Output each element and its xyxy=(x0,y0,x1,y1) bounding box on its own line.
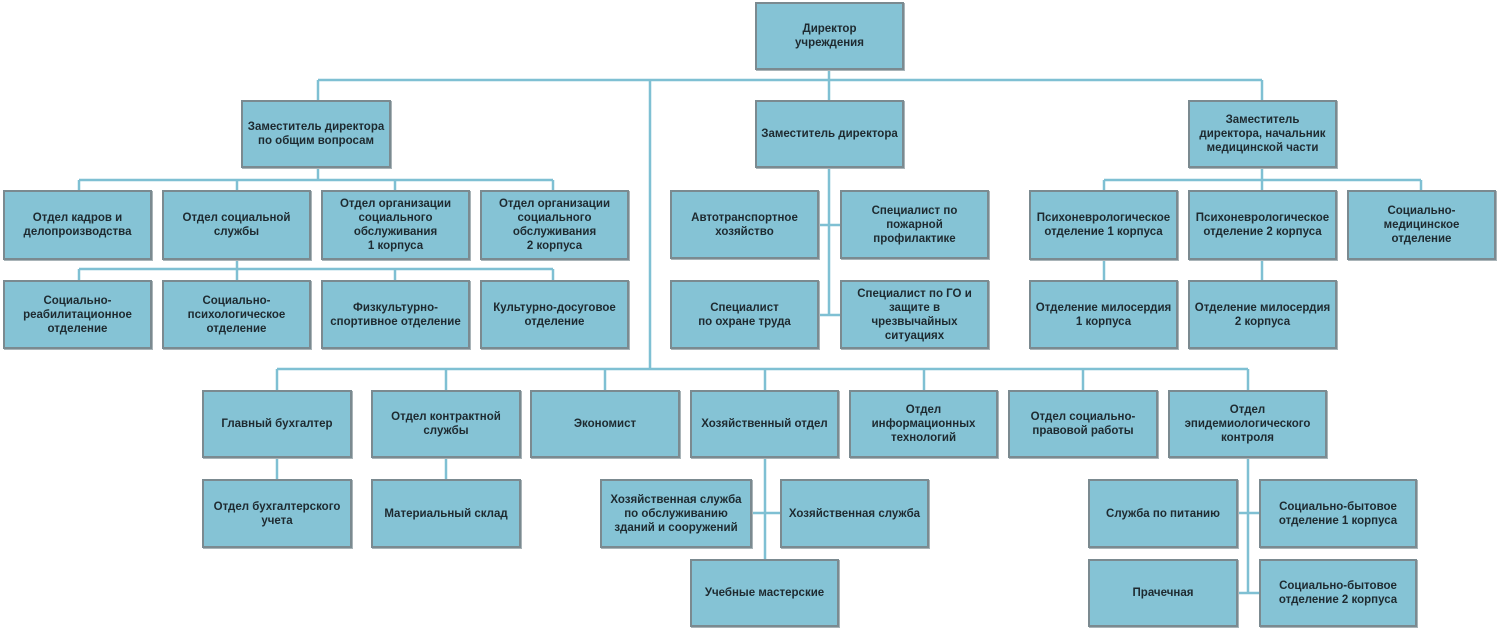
node-deputy[interactable]: Заместитель директора xyxy=(755,100,904,168)
node-social-legal[interactable]: Отдел социально- правовой работы xyxy=(1008,390,1158,458)
node-label: Прачечная xyxy=(1132,587,1194,599)
node-laundry[interactable]: Прачечная xyxy=(1088,559,1238,627)
node-cultural[interactable]: Культурно-досуговое отделение xyxy=(480,280,629,349)
node-social-medical[interactable]: Социально- медицинское отделение xyxy=(1347,190,1496,260)
node-label: Культурно-досуговое отделение xyxy=(493,301,616,328)
node-chief-accountant[interactable]: Главный бухгалтер xyxy=(202,390,352,458)
node-label: Хозяйственная служба по обслуживанию зда… xyxy=(610,493,742,534)
node-labor-safety[interactable]: Специалист по охране труда xyxy=(670,280,819,349)
node-label: Социально- медицинское отделение xyxy=(1383,205,1460,245)
node-social-service-dept[interactable]: Отдел социальной службы xyxy=(162,190,311,260)
node-contract-dept[interactable]: Отдел контрактной службы xyxy=(371,390,521,458)
node-motor-transport[interactable]: Автотранспортное хозяйство xyxy=(670,190,819,259)
node-building-service[interactable]: Хозяйственная служба по обслуживанию зда… xyxy=(600,479,752,548)
node-label: Социально-бытовое отделение 2 корпуса xyxy=(1278,580,1398,606)
node-label: Отделение милосердия 2 корпуса xyxy=(1194,301,1331,328)
node-label: Главный бухгалтер xyxy=(221,418,333,430)
node-label: Учебные мастерские xyxy=(704,587,825,599)
node-label: Отдел бухгалтерского учета xyxy=(213,500,341,527)
node-catering[interactable]: Служба по питанию xyxy=(1088,479,1238,548)
node-label: Отдел социальной службы xyxy=(182,212,291,238)
node-label: Отдел контрактной службы xyxy=(391,411,501,437)
node-director[interactable]: Директор учреждения xyxy=(755,2,904,70)
node-label: Физкультурно- спортивное отделение xyxy=(330,301,461,328)
node-label: Отдел организации социального обслуживан… xyxy=(498,198,611,252)
node-label: Социально-бытовое отделение 1 корпуса xyxy=(1278,500,1398,527)
node-label: Отдел организации социального обслуживан… xyxy=(339,198,452,252)
node-mercy-2[interactable]: Отделение милосердия 2 корпуса xyxy=(1188,280,1337,349)
node-sports[interactable]: Физкультурно- спортивное отделение xyxy=(321,280,470,349)
node-fire-specialist[interactable]: Специалист по пожарной профилактике xyxy=(840,190,989,259)
node-warehouse[interactable]: Материальный склад xyxy=(371,479,521,548)
node-label: Отдел социально- правовой работы xyxy=(1030,411,1136,437)
node-epidemiology[interactable]: Отдел эпидемиологического контроля xyxy=(1168,390,1327,458)
node-label: Специалист по ГО и защите в чрезвычайных… xyxy=(857,287,972,342)
node-label: Хозяйственный отдел xyxy=(701,418,828,430)
node-psychoneuro-2[interactable]: Психоневрологическое отделение 2 корпуса xyxy=(1188,190,1337,260)
node-label: Служба по питанию xyxy=(1106,507,1220,520)
node-label: Социально- реабилитационное отделение xyxy=(23,294,132,335)
node-it-dept[interactable]: Отдел информационных технологий xyxy=(849,390,998,458)
node-economist[interactable]: Экономист xyxy=(530,390,680,458)
node-civil-defense[interactable]: Специалист по ГО и защите в чрезвычайных… xyxy=(840,280,989,349)
node-social-rehab[interactable]: Социально- реабилитационное отделение xyxy=(3,280,152,349)
node-label: Социально- психологическое отделение xyxy=(187,294,286,335)
node-deputy-general[interactable]: Заместитель директора по общим вопросам xyxy=(241,100,391,168)
node-label: Специалист по охране труда xyxy=(698,301,791,328)
node-label: Материальный склад xyxy=(384,507,508,520)
node-label: Хозяйственная служба xyxy=(788,507,921,520)
node-label: Психоневрологическое отделение 2 корпуса xyxy=(1195,212,1330,238)
node-label: Психоневрологическое отделение 1 корпуса xyxy=(1036,212,1171,238)
node-label: Директор учреждения xyxy=(795,23,864,49)
node-mercy-1[interactable]: Отделение милосердия 1 корпуса xyxy=(1029,280,1178,349)
node-household-dept[interactable]: Хозяйственный отдел xyxy=(690,390,839,458)
node-label: Заместитель директора, начальник медицин… xyxy=(1199,114,1326,154)
node-workshops[interactable]: Учебные мастерские xyxy=(690,559,839,627)
node-label: Отдел информационных технологий xyxy=(871,404,976,444)
node-label: Автотранспортное хозяйство xyxy=(691,211,798,238)
node-household-service[interactable]: Хозяйственная служба xyxy=(780,479,929,548)
node-label: Специалист по пожарной профилактике xyxy=(871,204,958,245)
node-label: Заместитель директора xyxy=(761,128,898,140)
node-social-household-1[interactable]: Социально-бытовое отделение 1 корпуса xyxy=(1259,479,1417,548)
node-social-org-2[interactable]: Отдел организации социального обслуживан… xyxy=(480,190,629,260)
node-label: Отдел кадров и делопроизводства xyxy=(23,212,132,238)
node-label: Заместитель директора по общим вопросам xyxy=(247,121,385,147)
node-social-household-2[interactable]: Социально-бытовое отделение 2 корпуса xyxy=(1259,559,1417,627)
node-accounting-dept[interactable]: Отдел бухгалтерского учета xyxy=(202,479,352,548)
node-deputy-medical[interactable]: Заместитель директора, начальник медицин… xyxy=(1188,100,1337,168)
node-psychoneuro-1[interactable]: Психоневрологическое отделение 1 корпуса xyxy=(1029,190,1178,260)
node-label: Отдел эпидемиологического контроля xyxy=(1184,404,1311,444)
node-social-psych[interactable]: Социально- психологическое отделение xyxy=(162,280,311,349)
node-social-org-1[interactable]: Отдел организации социального обслуживан… xyxy=(321,190,470,260)
node-label: Отделение милосердия 1 корпуса xyxy=(1035,301,1172,328)
node-hr-dept[interactable]: Отдел кадров и делопроизводства xyxy=(3,190,152,260)
node-label: Экономист xyxy=(573,418,637,430)
